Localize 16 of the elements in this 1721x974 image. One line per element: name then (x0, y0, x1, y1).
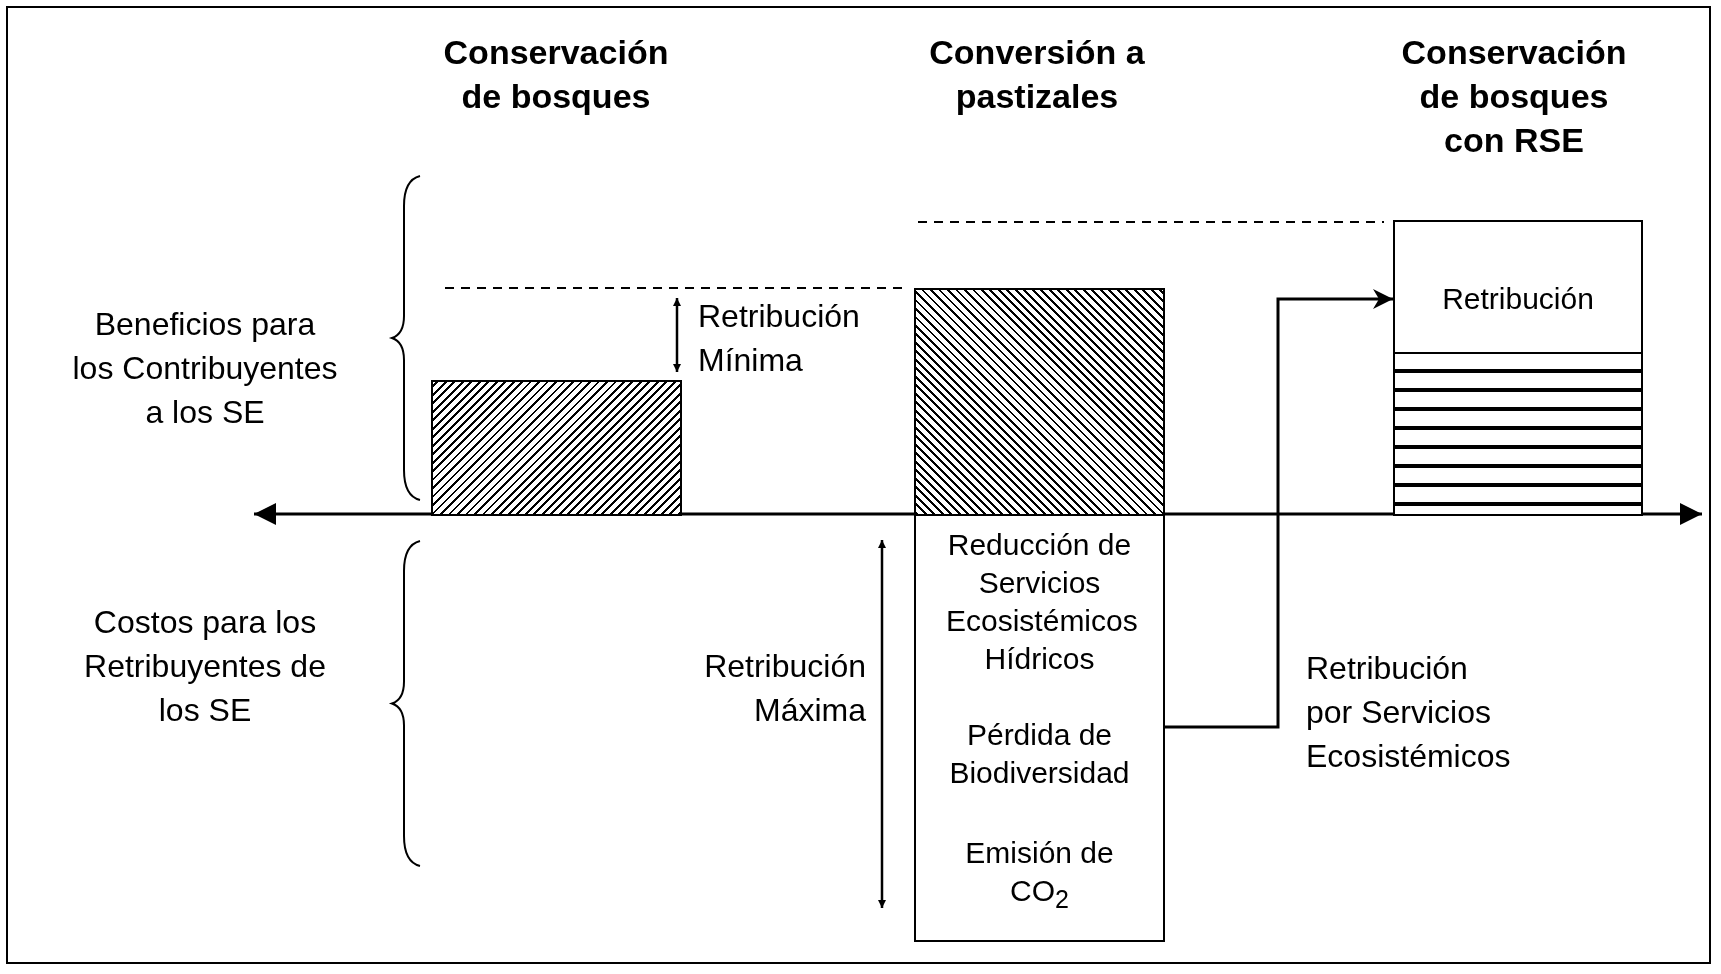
annotation-text: Retribución Mínima (698, 297, 861, 380)
annotation-text: Retribución por Servicios Ecosistémicos (1306, 649, 1511, 776)
column-heading: Conversión a pastizales (928, 32, 1146, 117)
hatched-bar (431, 380, 682, 516)
annotation-text: Costos para los Retribuyentes de los SE (83, 603, 327, 730)
annotation-text: Beneficios para los Contribuyentes a los SE (71, 305, 339, 432)
cost-box (914, 514, 1165, 942)
payment-bar (1393, 220, 1643, 516)
bar-label: Retribución (1441, 281, 1595, 317)
column-heading: Conservación de bosques con RSE (1400, 32, 1628, 161)
column-heading: Conservación de bosques (442, 32, 670, 117)
cost-text: Pérdida de Biodiversidad (948, 717, 1131, 791)
arrow (1165, 289, 1393, 729)
cost-text: Emisión de CO$_{2}$ (964, 835, 1115, 915)
hatched-bar (914, 288, 1165, 516)
annotation-text: Retribución Máxima (703, 647, 866, 730)
